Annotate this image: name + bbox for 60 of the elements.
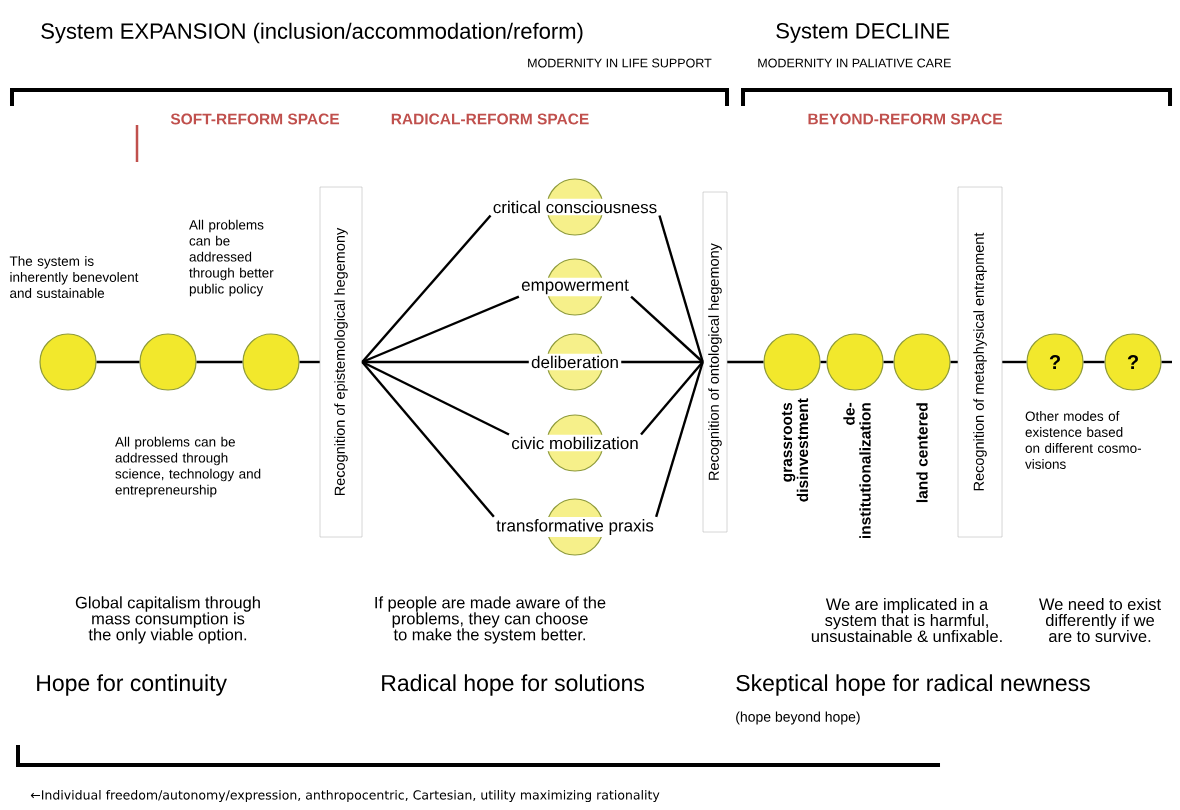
node-caption: land centered: [916, 403, 928, 503]
caption-text: ←Individual freedom/autonomy/expression, anthropocentric, Cartesian, utility maximizing rationality: [30, 789, 660, 803]
connector-line: [361, 360, 510, 436]
connector-line: [196, 360, 243, 364]
circle-node: empowerment: [519, 258, 631, 316]
connector-line: [1002, 360, 1027, 364]
connector-line: [96, 360, 140, 364]
node-caption: All problems can be addressed through better public policy: [189, 219, 274, 297]
circle-node: [826, 333, 884, 391]
label-box: Recognition of ontological hegemony: [702, 191, 728, 533]
caption-text: Global capitalism through mass consumption is the only viable option.: [75, 596, 260, 644]
circle-node: [893, 333, 951, 391]
caption-text: (hope beyond hope): [736, 711, 860, 725]
section-heading: RADICAL-REFORM SPACE: [391, 113, 589, 125]
circle-node: [763, 333, 821, 391]
connector-line: [299, 360, 320, 364]
caption-text: Hope for continuity: [37, 674, 227, 696]
caption-text: System EXPANSION (inclusion/accommodation/reform): [41, 22, 583, 44]
circle-node: transformative praxis: [494, 498, 656, 556]
connector-line: [727, 360, 764, 364]
circle-node: [242, 333, 300, 391]
connector-line: [1161, 360, 1172, 364]
connector-line: [361, 295, 520, 364]
node-caption: The system is inherently benevolent and sustainable: [9, 256, 139, 298]
connector-line: [1083, 360, 1105, 364]
connector-line: [655, 361, 704, 518]
section-heading: SOFT-REFORM SPACE: [170, 113, 340, 125]
circle-node: [39, 333, 97, 391]
caption-text: We are implicated in a system that is harmful, unsustainable & unfixable.: [811, 597, 1002, 643]
circle-node: ?: [1026, 333, 1084, 391]
connector-line: [361, 214, 492, 363]
label-box: Recognition of epistemological hegemony: [319, 186, 363, 538]
connector-line: [621, 360, 703, 364]
node-caption: de- institutionalization: [843, 402, 871, 539]
connector-line: [950, 360, 958, 364]
circle-node: [139, 333, 197, 391]
caption-text: We need to exist differently if we are to survive.: [1038, 597, 1161, 643]
connector-line: [658, 215, 704, 363]
circle-node: deliberation: [529, 333, 621, 391]
caption-text: System DECLINE: [776, 23, 950, 43]
node-caption: Other modes of existence based on different cosmo-visions: [1025, 411, 1142, 469]
caption-text: Skeptical hope for radical newness: [736, 674, 1090, 696]
caption-text: Radical hope for solutions: [382, 674, 645, 696]
caption-text: MODERNITY IN LIFE SUPPORT: [528, 58, 712, 68]
label-box: Recognition of metaphysical entrapment: [957, 186, 1003, 538]
connector-line: [362, 360, 529, 364]
circle-node: ?: [1104, 333, 1162, 391]
connector-line: [640, 361, 704, 436]
caption-text: MODERNITY IN PALIATIVE CARE: [758, 58, 951, 68]
circle-node: civic mobilization: [509, 414, 641, 472]
node-caption: grassroots disinvestment: [781, 398, 809, 502]
circle-node: critical consciousness: [490, 178, 660, 236]
connector-line: [883, 360, 894, 364]
caption-text: If people are made aware of the problems, they can choose to make the system better.: [375, 596, 606, 644]
connector-line: [820, 360, 827, 364]
connector-line: [630, 295, 704, 363]
node-label: transformative praxis: [496, 519, 654, 535]
connector-line: [361, 361, 495, 518]
node-caption: All problems can be addressed through science, technology and entrepreneurship: [115, 436, 261, 498]
section-heading: BEYOND-REFORM SPACE: [808, 113, 1002, 125]
